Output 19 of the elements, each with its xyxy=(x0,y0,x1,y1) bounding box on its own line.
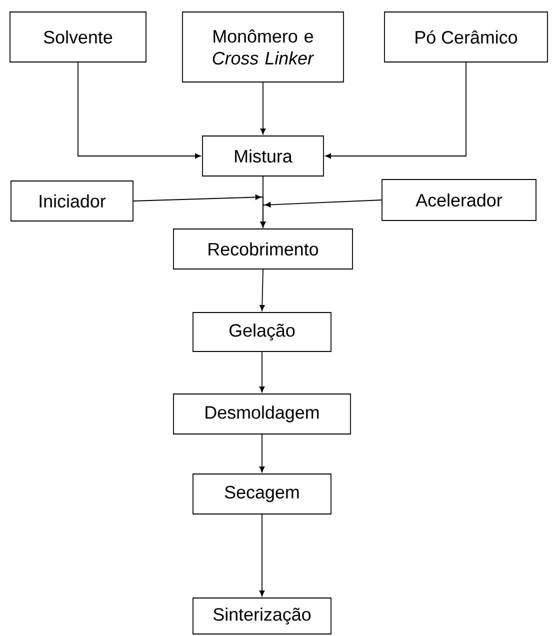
arrow xyxy=(78,62,201,159)
arrow xyxy=(260,82,266,134)
process-box: Recobrimento xyxy=(173,228,353,270)
process-box: Sinterização xyxy=(192,598,332,634)
arrow xyxy=(260,200,382,228)
process-box: Gelação xyxy=(192,312,332,352)
arrow xyxy=(260,269,265,311)
arrow xyxy=(259,434,265,472)
process-box: Desmoldagem xyxy=(173,394,351,434)
process-box: Iniciador xyxy=(10,180,134,222)
arrow xyxy=(259,514,265,596)
process-box: Secagem xyxy=(192,474,332,514)
process-box: Monômero e Cross Linker xyxy=(182,12,344,82)
process-box: Pó Cerâmico xyxy=(384,12,548,62)
arrow xyxy=(325,62,466,159)
arrow xyxy=(259,352,265,392)
process-box: Solvente xyxy=(10,12,146,62)
process-box: Acelerador xyxy=(382,179,536,221)
process-box: Mistura xyxy=(202,136,324,176)
